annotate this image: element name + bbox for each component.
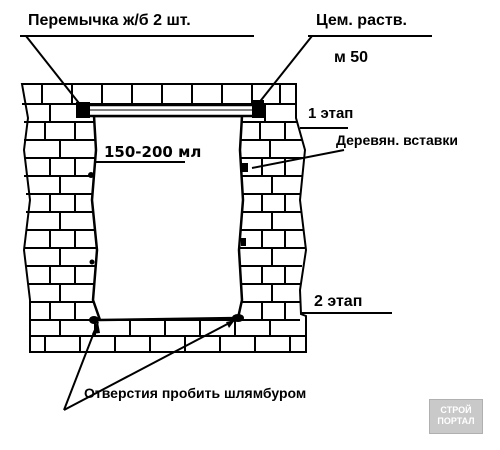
watermark-logo: СТРОЙ ПОРТАЛ	[429, 399, 483, 434]
lintel-beam	[76, 100, 264, 118]
wood-inserts-label: Деревян. вставки	[336, 132, 459, 148]
mortar-label: Цем. раств.	[316, 12, 407, 29]
drill-holes	[89, 314, 244, 324]
mortar-grade-label: м 50	[334, 49, 369, 66]
gap-label: 150-200 мл	[104, 143, 202, 161]
stage2-label: 2 этап	[314, 293, 363, 310]
leader-arrowheads	[92, 320, 235, 334]
holes-label: Отверстия пробить шлямбуром	[84, 385, 307, 401]
leader-lines	[20, 35, 432, 411]
lintel-label: Перемычка ж/б 2 шт.	[28, 12, 191, 29]
stage1-label: 1 этап	[308, 105, 354, 122]
brick-joints	[41, 84, 291, 352]
watermark-line1: СТРОЙ	[440, 405, 472, 415]
wooden-inserts	[88, 163, 248, 265]
watermark-line2: ПОРТАЛ	[437, 416, 475, 426]
